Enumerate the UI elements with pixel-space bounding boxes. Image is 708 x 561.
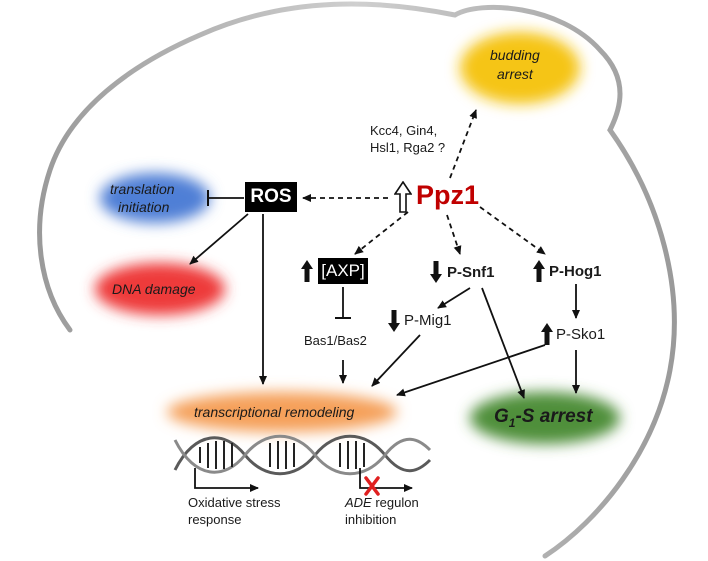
- p-sko1-label: P-Sko1: [556, 326, 606, 343]
- arrow-ppz1-to-budding: [449, 109, 477, 179]
- inhibition-label: inhibition: [345, 512, 397, 527]
- ros-box: ROS: [245, 182, 297, 212]
- g1s-g: G: [494, 406, 509, 427]
- g1s-rest: -S arrest: [515, 406, 593, 427]
- translation-blob: [100, 173, 210, 223]
- arrow-sko1-to-remodeling: [396, 344, 546, 397]
- initiation-label: initiation: [118, 199, 170, 215]
- oxidative-stress-label: Oxidative stress: [188, 495, 281, 510]
- g1s-sub: 1: [508, 415, 516, 430]
- transcriptional-remodeling-label: transcriptional remodeling: [194, 404, 355, 420]
- snf1-down-arrow-icon: [430, 261, 442, 283]
- hog1-up-arrow-icon: [533, 260, 545, 282]
- dna-damage-blob: [95, 263, 225, 315]
- arrow-mig1-to-remodeling: [371, 334, 421, 387]
- budding-arrest-blob: [460, 32, 580, 104]
- g1s-arrest-blob: [470, 392, 620, 444]
- dna-helix: [173, 434, 432, 476]
- axp-up-arrow-icon: [301, 260, 313, 282]
- ade-italic: ADE: [345, 495, 372, 510]
- arrow-ppz1-to-snf1: [446, 214, 462, 255]
- arrow-ppz1-to-hog1: [479, 206, 546, 255]
- p-snf1-label: P-Snf1: [447, 264, 495, 281]
- p-hog1-label: P-Hog1: [549, 263, 602, 280]
- cell-membrane: [37, 1, 677, 559]
- bas-label: Bas1/Bas2: [304, 333, 367, 348]
- inhibition-x-icon: [364, 476, 380, 496]
- ppz1-label: Ppz1: [416, 180, 480, 210]
- transcriptional-remodeling-blob: [167, 392, 397, 432]
- arrow-ppz1-to-axp: [354, 211, 409, 255]
- arrow-ros-to-dna: [189, 213, 249, 265]
- g1s-arrest-label: G1-S arrest: [494, 406, 593, 431]
- dna-damage-label: DNA damage: [112, 281, 196, 297]
- axp-box: [AXP]: [318, 258, 368, 284]
- kinases-label-line2: Hsl1, Rga2 ?: [370, 140, 446, 155]
- sko1-up-arrow-icon: [541, 323, 553, 345]
- arrow-snf1-to-mig1: [437, 287, 471, 309]
- tss-oxidative: [194, 468, 259, 492]
- arrow-snf1-to-g1s: [481, 287, 525, 399]
- response-label: response: [188, 512, 242, 527]
- translation-label: translation: [110, 181, 175, 197]
- tss-ade: [359, 468, 413, 492]
- regulon-text: regulon: [371, 495, 419, 510]
- ppz1-up-arrow-icon: [394, 181, 412, 213]
- p-mig1-label: P-Mig1: [404, 312, 452, 329]
- arrest-label-line2: arrest: [497, 66, 533, 82]
- ade-regulon-label: ADE regulon: [345, 495, 419, 511]
- kinases-label-line1: Kcc4, Gin4,: [370, 123, 438, 138]
- budding-label-line1: budding: [490, 47, 540, 63]
- mig1-down-arrow-icon: [388, 310, 400, 332]
